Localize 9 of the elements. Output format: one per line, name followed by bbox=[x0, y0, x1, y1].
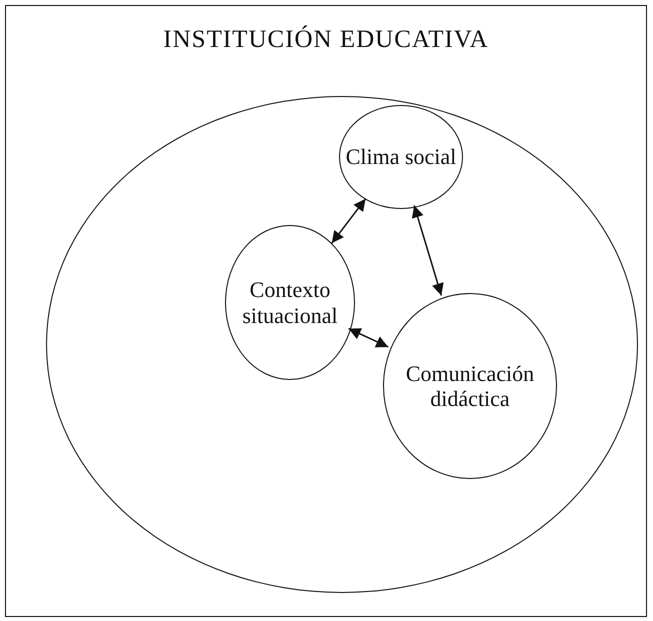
circle-node: Comunicación didáctica bbox=[383, 293, 557, 479]
frame-title: INSTITUCIÓN EDUCATIVA bbox=[163, 26, 489, 54]
frame-box bbox=[5, 5, 647, 617]
large-circle bbox=[46, 96, 638, 593]
circle-node: Clima social bbox=[339, 105, 463, 209]
circle-node: Contexto situacional bbox=[225, 225, 355, 380]
double-arrow bbox=[412, 205, 444, 296]
double-arrow bbox=[348, 328, 388, 348]
double-arrow bbox=[331, 198, 366, 244]
